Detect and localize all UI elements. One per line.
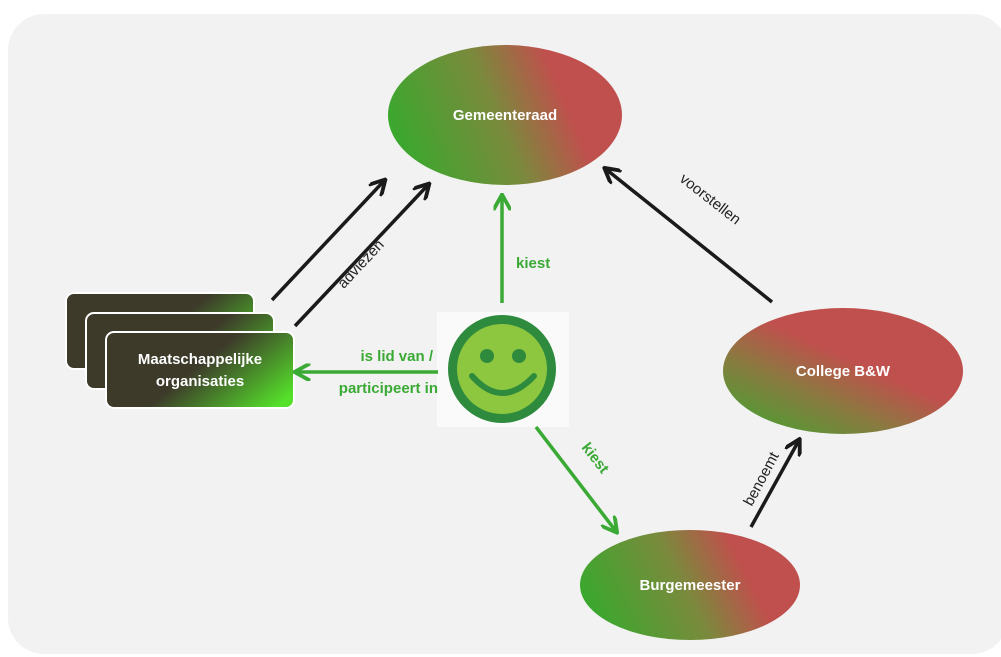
burgemeester-label: Burgemeester [640,577,741,594]
node-burgemeester: Burgemeester [580,530,800,640]
voorstellen-label: voorstellen [676,170,744,228]
edge-benoemt: benoemt [740,442,798,528]
edge-kiest-gemeenteraad: kiest [502,198,550,303]
edge-adviezen: adviezen [270,182,427,328]
edge-lid-van: is lid van / participeert in [298,348,438,397]
organisaties-label-line1: Maatschappelijke [138,351,262,368]
node-college: College B&W [723,308,963,434]
node-maatschappelijke-organisaties: Maatschappelijke organisaties [65,292,295,409]
adviezen-label: adviezen [334,236,387,292]
lid-van-label-line2: participeert in [339,380,438,397]
kiest-label-1: kiest [516,255,550,272]
kiest-label-2: kiest [578,440,612,477]
smiley-face-icon [437,312,569,427]
lid-van-label-line1: is lid van / [360,348,433,365]
college-label: College B&W [796,363,891,380]
organisaties-label-line2: organisaties [156,373,244,390]
edge-voorstellen: voorstellen [607,170,774,304]
edge-kiest-burgemeester: kiest [534,425,615,530]
gemeenteraad-label: Gemeenteraad [453,107,557,124]
node-gemeenteraad: Gemeenteraad [388,45,622,185]
